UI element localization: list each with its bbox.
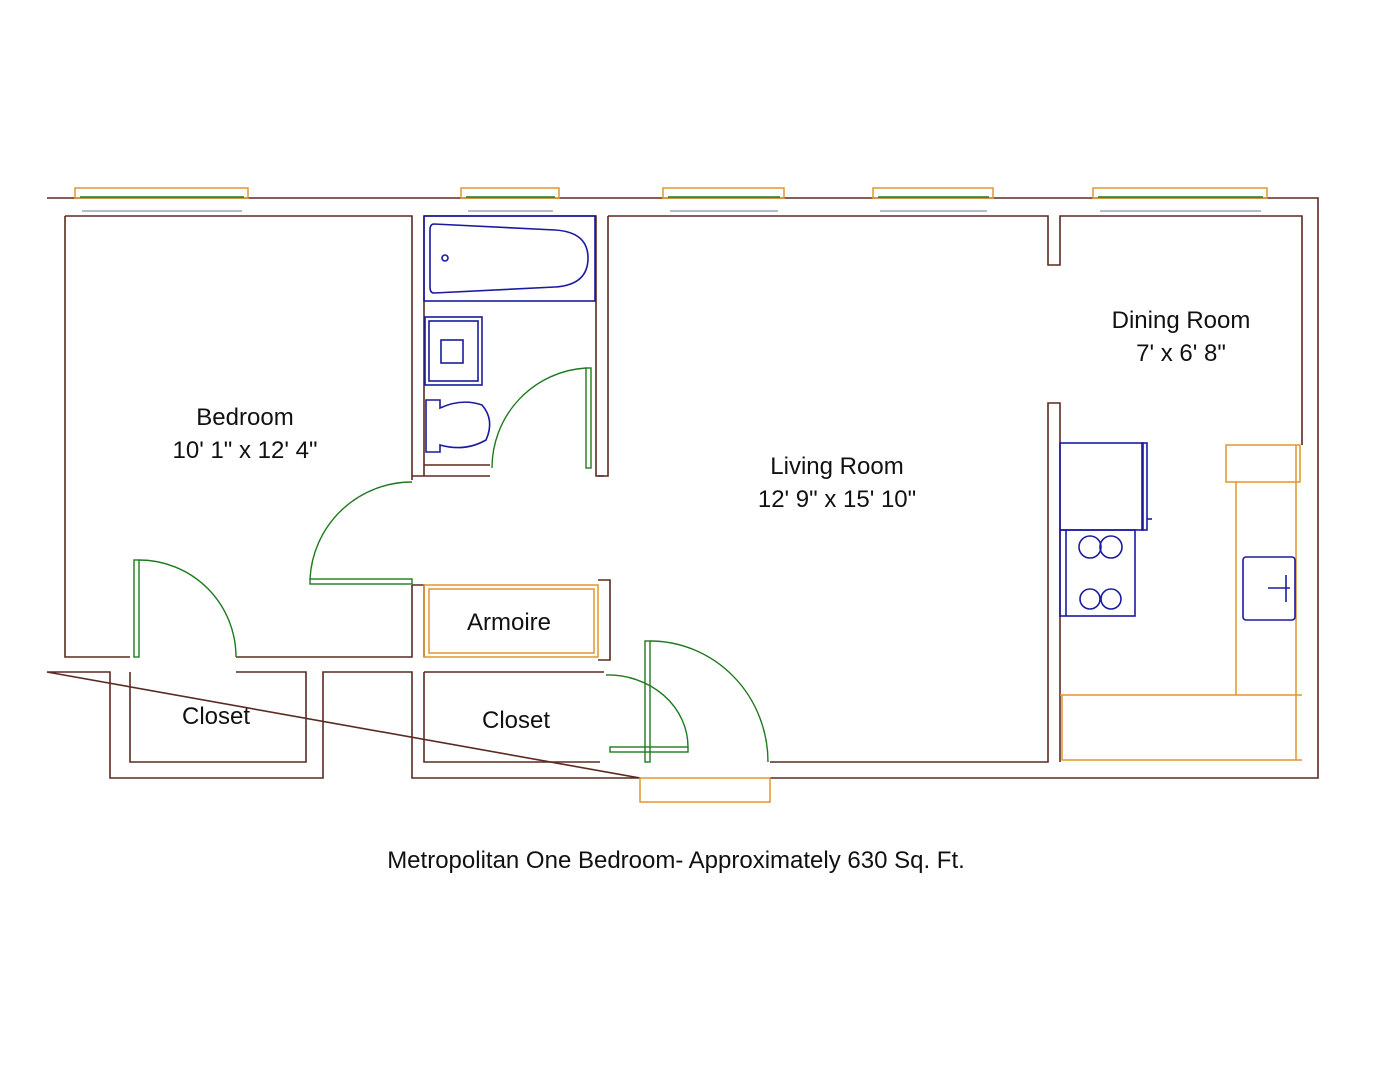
closet-right-label: Closet <box>481 707 551 734</box>
doors <box>133 367 771 803</box>
walls <box>46 197 1319 779</box>
refrigerator <box>1059 442 1152 531</box>
room-size: 7' x 6' 8" <box>1136 340 1226 367</box>
armoire <box>423 584 599 658</box>
entry-threshold <box>639 777 771 803</box>
plan-caption: Metropolitan One Bedroom- Approximately … <box>387 847 965 874</box>
sink <box>424 316 483 386</box>
closet-left-door <box>133 559 237 658</box>
stove <box>1059 529 1136 617</box>
window <box>872 187 994 212</box>
closet-right-door <box>605 674 689 753</box>
kitchen-sink <box>1242 556 1296 621</box>
window <box>460 187 560 212</box>
armoire-inner <box>428 588 595 654</box>
room-size: 12' 9" x 15' 10" <box>757 486 917 513</box>
window <box>74 187 249 212</box>
closet-left-label: Closet <box>181 703 251 730</box>
armoire-label: Armoire <box>466 609 552 636</box>
room-name: Living Room <box>770 453 904 480</box>
bedroom-label: Bedroom 10' 1" x 12' 4" <box>173 401 318 467</box>
room-name: Bedroom <box>196 404 294 431</box>
living-room-label: Living Room 12' 9" x 15' 10" <box>758 450 916 516</box>
toilet <box>425 399 491 453</box>
window <box>662 187 785 212</box>
kitchen-counters <box>1060 444 1302 761</box>
windows <box>74 187 1268 212</box>
window <box>1092 187 1268 212</box>
room-name: Dining Room <box>1111 307 1251 334</box>
bedroom-door <box>309 481 413 585</box>
entry-door <box>644 640 769 763</box>
room-size: 10' 1" x 12' 4" <box>172 437 318 464</box>
bathroom-door <box>491 367 592 469</box>
dining-room-label: Dining Room 7' x 6' 8" <box>1112 304 1251 370</box>
bathtub <box>423 215 596 302</box>
